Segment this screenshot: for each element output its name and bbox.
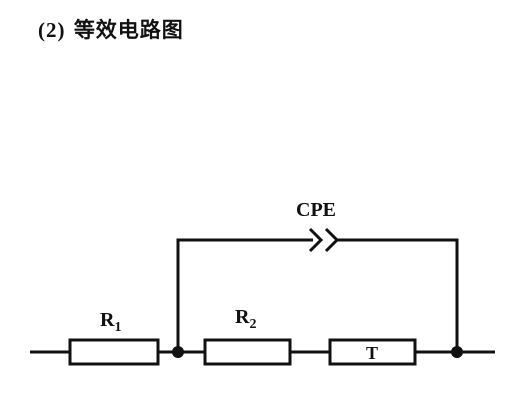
cpe-branch-right <box>335 238 459 352</box>
r2-label: R2 <box>235 306 256 332</box>
r1-label: R1 <box>100 309 121 335</box>
r1-letter: R <box>100 309 115 331</box>
resistor-r2 <box>203 338 292 366</box>
resistor-r1 <box>68 338 160 366</box>
r2-subscript: 2 <box>249 317 256 332</box>
cpe-element <box>308 227 340 253</box>
cpe-chevron-left <box>308 227 324 253</box>
page-title: (2) 等效电路图 <box>38 14 184 44</box>
junction-node-right <box>451 346 463 358</box>
title-text: 等效电路图 <box>73 18 184 42</box>
cpe-chevron-right <box>324 227 340 253</box>
r1-subscript: 1 <box>114 320 121 335</box>
cpe-branch-left <box>176 238 313 352</box>
cpe-label: CPE <box>296 199 336 221</box>
element-t <box>328 338 417 366</box>
t-label: T <box>366 343 378 363</box>
r2-letter: R <box>235 306 250 328</box>
cpe-branch-wire <box>176 238 459 352</box>
title-number: (2) <box>38 18 66 42</box>
junction-node-left <box>172 346 184 358</box>
